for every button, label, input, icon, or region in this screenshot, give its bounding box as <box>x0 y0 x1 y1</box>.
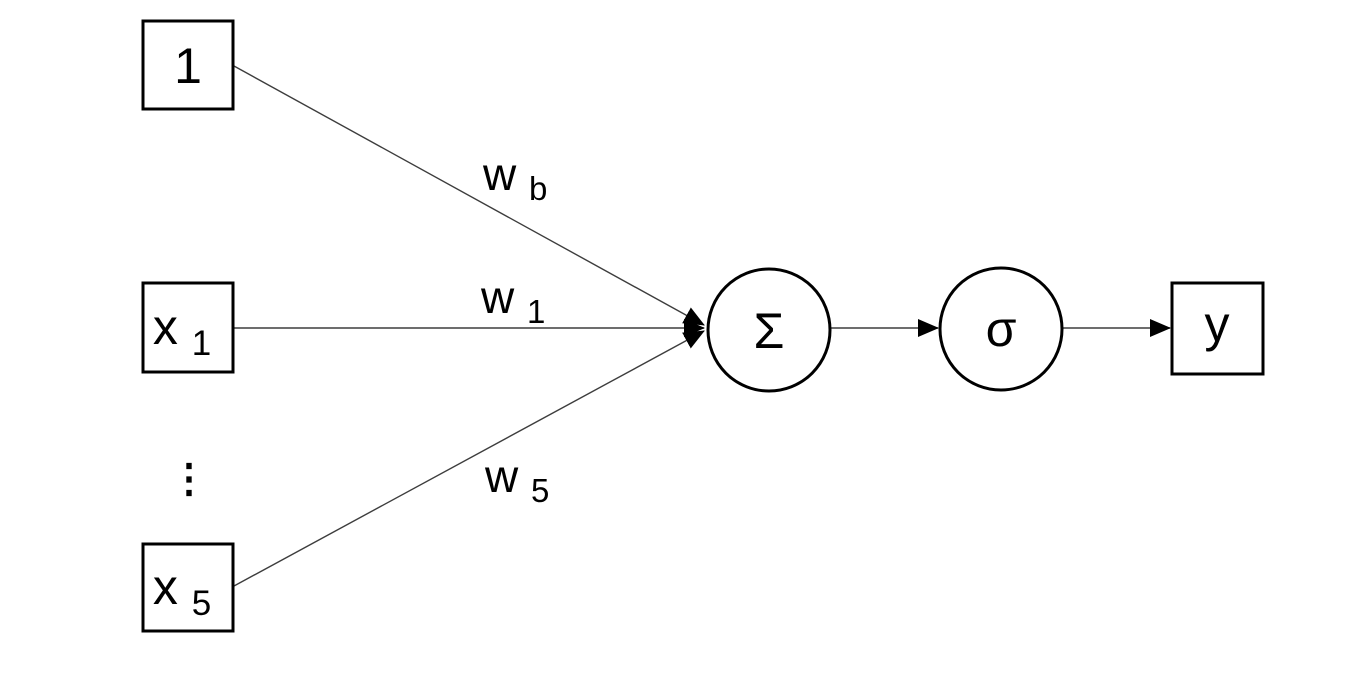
input-x1-base: x <box>153 299 178 355</box>
weight-label-w5: w 5 <box>484 450 549 509</box>
weight-bias-base: w <box>482 148 517 200</box>
output-y-node-box <box>1170 281 1265 376</box>
input-x1-node-label: x 1 <box>153 299 211 363</box>
edge-x5-to-sum <box>233 330 705 587</box>
activation-node-circle <box>938 266 1064 392</box>
weight-w1-base: w <box>480 271 515 323</box>
weight-label-w1: w 1 <box>480 271 545 330</box>
sum-node-symbol: Σ <box>754 303 785 359</box>
input-x1-node-box <box>141 281 235 374</box>
activation-node-symbol: σ <box>986 301 1017 357</box>
sum-node-circle <box>706 267 832 393</box>
vertical-ellipsis: ⋮ <box>169 457 209 501</box>
weight-bias-sub: b <box>529 170 547 207</box>
weight-w5-sub: 5 <box>531 472 549 509</box>
weight-w5-base: w <box>484 450 519 502</box>
edge-bias-to-sum <box>233 65 705 326</box>
input-x5-node-box <box>141 542 235 633</box>
output-y-node-label: y <box>1205 296 1230 352</box>
weight-label-bias: w b <box>482 148 547 207</box>
bias-node-label: 1 <box>174 38 202 94</box>
weight-w1-sub: 1 <box>527 293 545 330</box>
input-x5-node-label: x 5 <box>153 559 211 623</box>
input-x5-sub: 5 <box>192 584 211 623</box>
input-x1-sub: 1 <box>192 324 211 363</box>
bias-node-box <box>141 19 235 111</box>
input-x5-base: x <box>153 559 178 615</box>
